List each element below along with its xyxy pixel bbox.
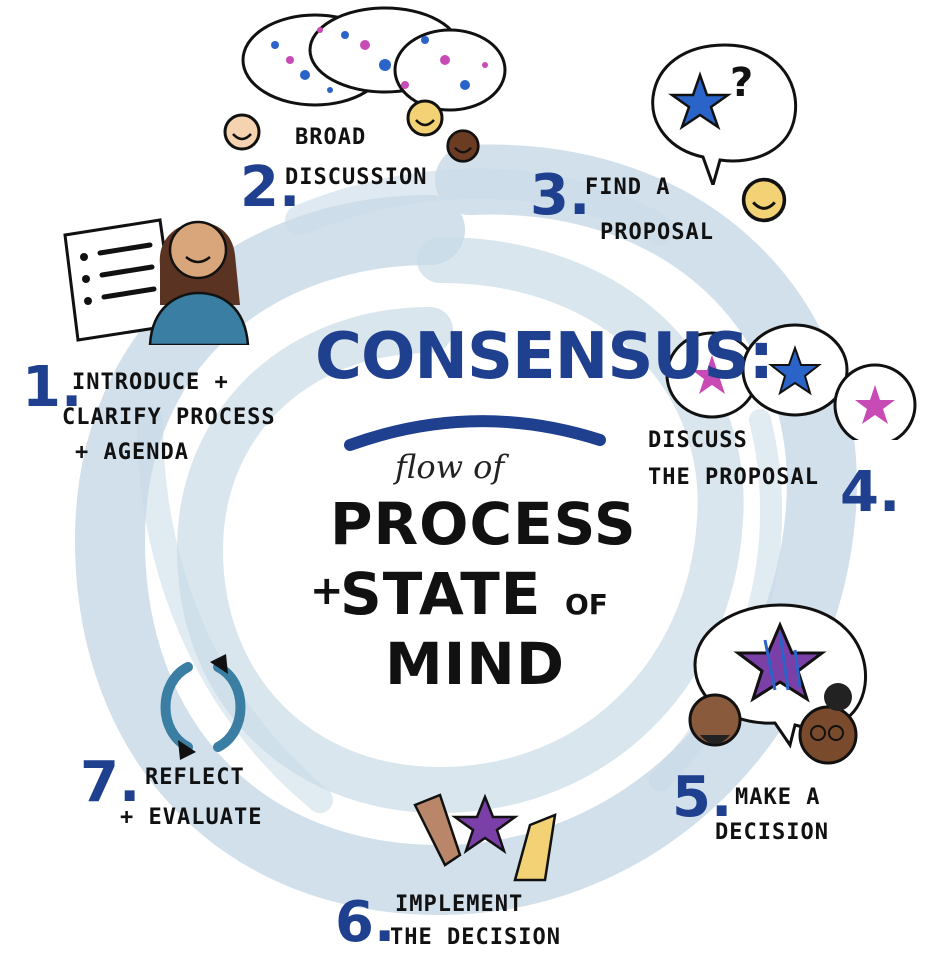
question-mark: ?	[730, 60, 754, 106]
step-2-number: 2.	[240, 155, 301, 220]
headline-state: STATE	[340, 560, 542, 628]
step-1-number: 1.	[22, 355, 83, 420]
step-3-number: 3.	[530, 163, 591, 228]
step-7-line-2: + EVALUATE	[120, 805, 263, 830]
presenter-person-icon	[148, 220, 250, 345]
face-icon	[406, 99, 444, 137]
step-5-line-2: DECISION	[715, 820, 829, 845]
face-icon	[446, 129, 480, 163]
headline-mind: MIND	[385, 630, 565, 698]
step-1-line-1: INTRODUCE +	[72, 370, 229, 395]
headline-of: OF	[565, 588, 608, 621]
find-proposal-bubble	[651, 43, 798, 185]
step-4-line-1: DISCUSS	[648, 428, 748, 453]
step-5-line-1: MAKE A	[735, 785, 821, 810]
face-icon	[741, 177, 787, 223]
discuss-proposal-bubbles	[665, 323, 917, 440]
step-2-line-2: DISCUSSION	[285, 165, 428, 190]
subtitle: flow of	[395, 448, 505, 486]
page-title: CONSENSUS:	[315, 320, 774, 394]
make-decision-scene	[688, 603, 868, 765]
headline-process: PROCESS	[330, 490, 637, 558]
step-7-number: 7.	[80, 750, 141, 815]
step-3-line-2: PROPOSAL	[600, 220, 714, 245]
step-3-line-1: FIND A	[585, 175, 671, 200]
step-1-line-3: + AGENDA	[75, 440, 189, 465]
step-6-number: 6.	[335, 890, 396, 955]
step-2-line-1: BROAD	[295, 125, 367, 150]
broad-discussion-bubbles	[241, 6, 507, 112]
face-icon	[223, 113, 261, 151]
step-6-line-1: IMPLEMENT	[395, 892, 524, 917]
title-underline	[344, 415, 606, 451]
step-4-number: 4.	[840, 460, 901, 525]
cycle-arrows-icon	[160, 654, 246, 760]
headline-plus: +	[310, 568, 345, 614]
step-4-line-2: THE PROPOSAL	[648, 465, 819, 490]
step-5-number: 5.	[672, 765, 733, 830]
step-7-line-1: REFLECT	[145, 765, 245, 790]
step-1-line-2: CLARIFY PROCESS	[62, 405, 276, 430]
step-6-line-2: THE DECISION	[390, 925, 561, 950]
implement-hands-icon	[413, 793, 557, 882]
